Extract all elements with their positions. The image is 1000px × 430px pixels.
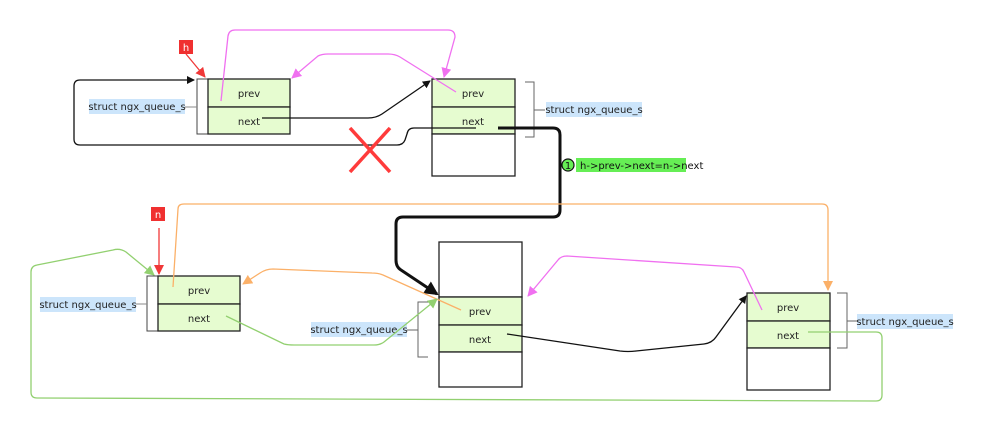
node-body [746, 347, 831, 391]
node-bottom-body [438, 351, 523, 388]
link-middle-next [506, 295, 747, 353]
pointer-label: n [155, 210, 161, 221]
next-field [157, 303, 241, 332]
struct-label-bg [89, 99, 185, 114]
pointer-label-bg [151, 207, 165, 221]
struct-label-bg [311, 322, 407, 337]
pointer-label: h [183, 43, 189, 54]
link-n-next [225, 298, 438, 346]
prev-field-label: prev [462, 89, 484, 100]
struct-label: struct ngx_queue_s [545, 105, 642, 116]
struct-label-bg [546, 102, 642, 117]
prev-field-label: prev [469, 307, 491, 318]
next-field-label: next [777, 331, 799, 342]
step-label: h->prev->next=n->next [580, 161, 703, 172]
next-field-label: next [469, 335, 491, 346]
prev-field-label: prev [777, 303, 799, 314]
link-middle-prev [242, 268, 462, 311]
node-header-cell [146, 275, 159, 332]
h-node: prev next struct ngx_queue_s [88, 78, 291, 135]
struct-label-bg [40, 297, 136, 312]
pointer-label-bg [179, 40, 193, 54]
step-label-bg [576, 158, 686, 172]
struct-label: struct ngx_queue_s [310, 325, 407, 336]
next-field [207, 106, 291, 135]
struct-bracket [837, 292, 857, 349]
prev-field-label: prev [188, 286, 210, 297]
middle-node: prev next struct ngx_queue_s [310, 241, 523, 388]
prev-field-label: prev [238, 89, 260, 100]
step-number: 1 [565, 161, 571, 172]
link-right-next [30, 248, 883, 402]
link-h-next-next [73, 76, 476, 146]
next-field [746, 320, 831, 349]
cross-icon [348, 126, 392, 174]
link-step1-new-next [394, 126, 562, 296]
struct-label: struct ngx_queue_s [39, 300, 136, 311]
n-pointer: n [151, 207, 165, 275]
struct-bracket [525, 81, 545, 138]
next-field-label: next [462, 117, 484, 128]
struct-label: struct ngx_queue_s [856, 317, 953, 328]
link-right-prev [527, 255, 763, 311]
h-pointer: h [179, 40, 206, 78]
step-annotation: 1 h->prev->next=n->next [561, 158, 703, 172]
prev-field [431, 78, 516, 108]
pointer-arrow [185, 53, 206, 78]
link-n-prev [172, 203, 833, 291]
struct-label-bg [857, 314, 953, 329]
struct-bracket [407, 301, 428, 358]
struct-label: struct ngx_queue_s [88, 102, 185, 113]
link-h-prev [220, 29, 456, 102]
h-next-node: prev next struct ngx_queue_s [431, 78, 643, 177]
link-h-next-prev [291, 53, 457, 93]
prev-field [438, 296, 523, 326]
node-header-cell [196, 78, 209, 135]
node-top-body [438, 241, 523, 298]
n-node: prev next struct ngx_queue_s [39, 275, 241, 332]
next-field [438, 324, 523, 353]
step-number-badge [561, 158, 575, 172]
next-field-label: next [188, 314, 210, 325]
right-node: prev next struct ngx_queue_s [746, 292, 954, 391]
link-h-next [262, 80, 431, 119]
next-field-label: next [238, 117, 260, 128]
node-body [431, 133, 516, 177]
